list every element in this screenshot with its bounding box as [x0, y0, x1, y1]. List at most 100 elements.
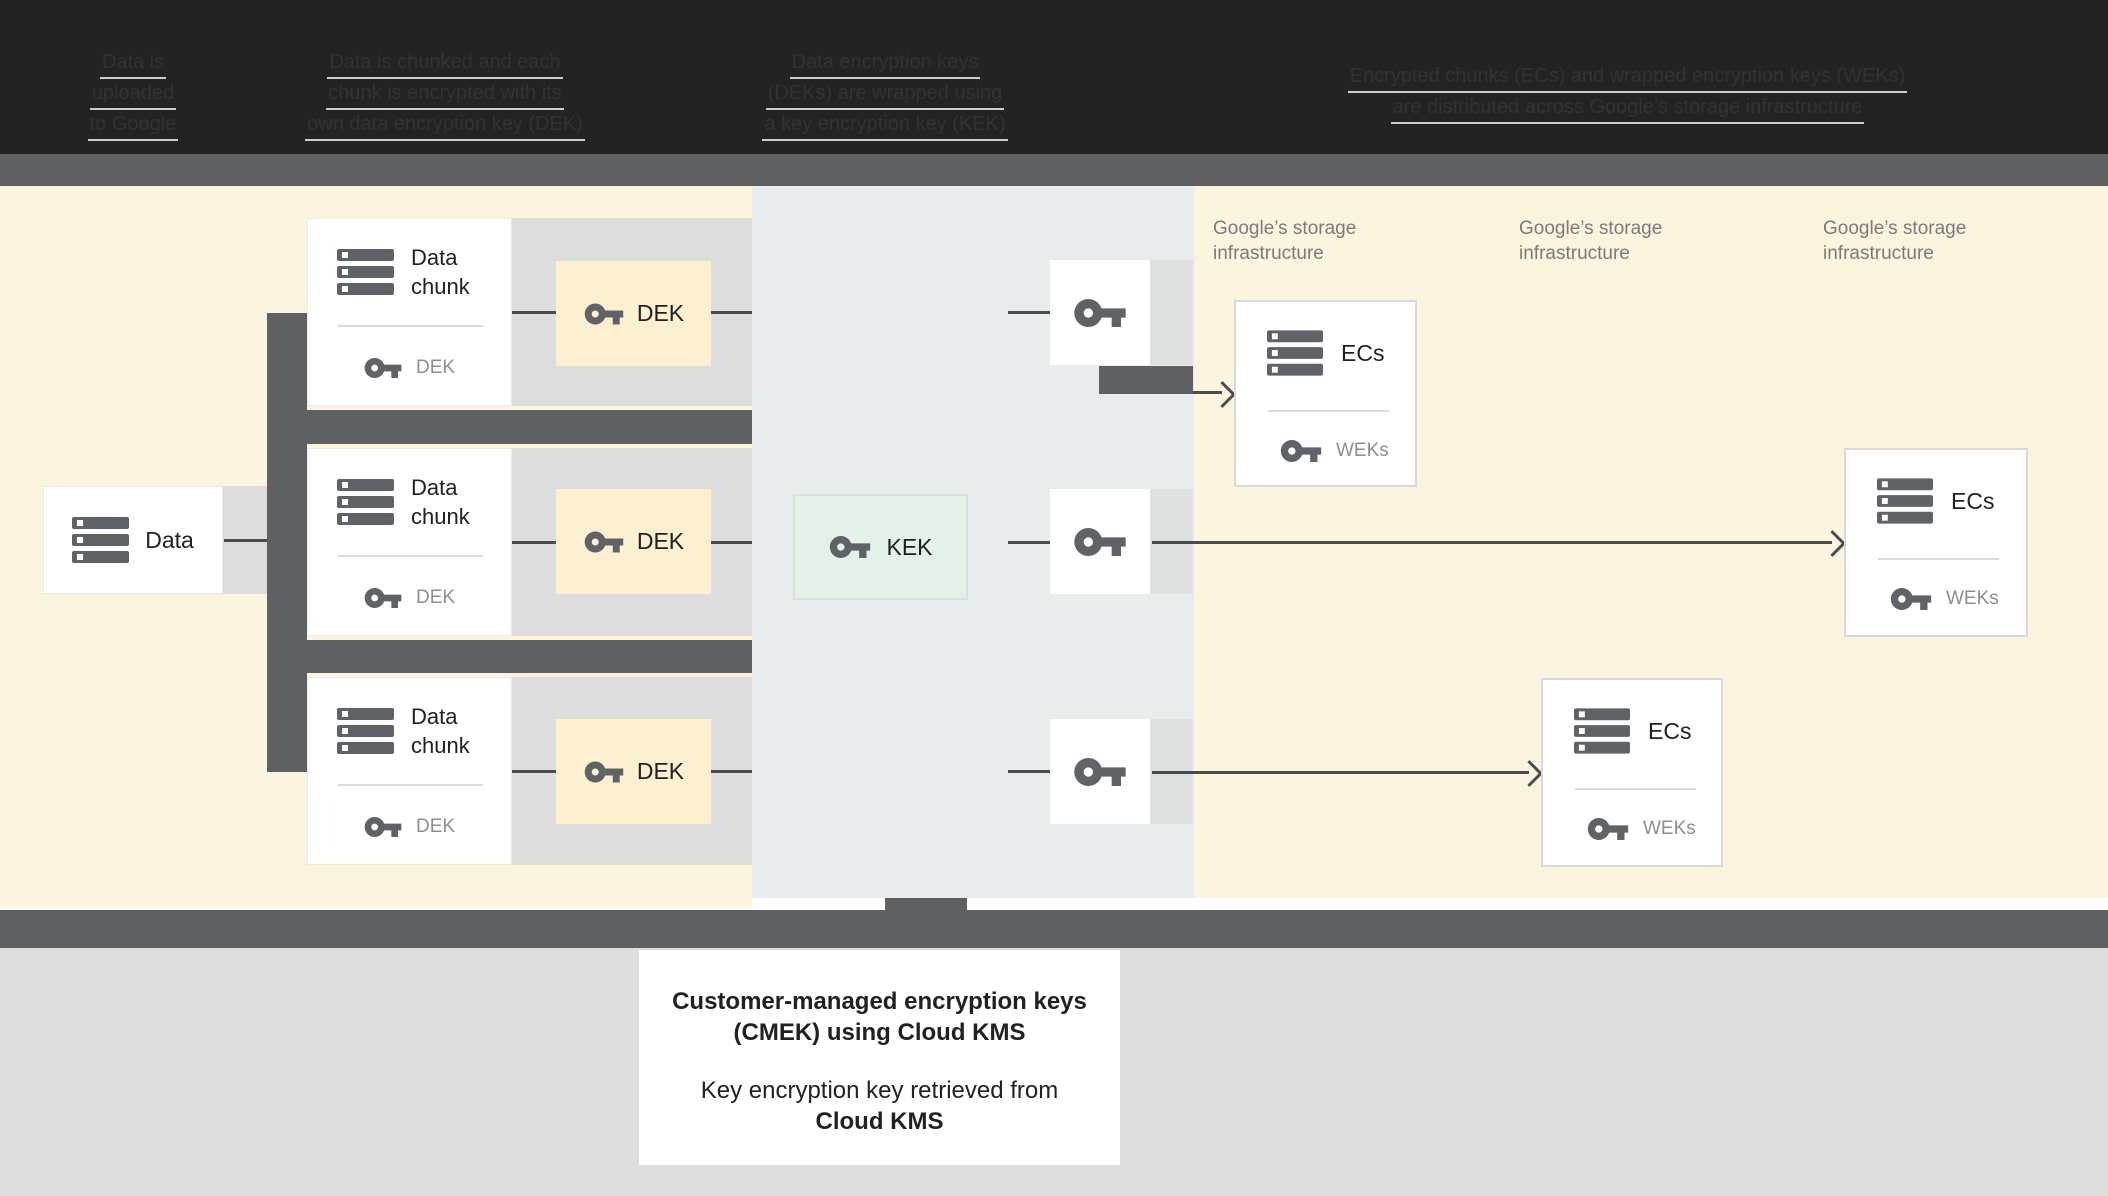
database-icon [1574, 708, 1630, 754]
ecs-label: ECs [1951, 487, 1995, 514]
divider [1268, 410, 1389, 412]
wrapped-key-box-1 [1050, 260, 1150, 365]
data-label: Data [145, 526, 194, 553]
storage-label-2: Google’s storage infrastructure [1519, 218, 1663, 264]
ecs-box-1: ECs WEKs [1234, 300, 1417, 487]
footer-note-line1: Key encryption key retrieved from [700, 1077, 1059, 1104]
key-icon [1072, 514, 1128, 570]
database-icon [337, 249, 394, 295]
link-chunk3-dek3 [512, 770, 556, 773]
key-icon [583, 293, 625, 335]
dek-box-3: DEK [556, 719, 711, 824]
header-band: Data is uploaded to Google Data is chunk… [0, 0, 2108, 154]
key-icon [1072, 744, 1128, 800]
divider [338, 784, 483, 786]
ecs-box-2: ECs WEKs [1844, 448, 2028, 637]
arrow2-line [1152, 541, 1832, 544]
key-icon [1889, 577, 1933, 621]
header-line: (DEKs) are wrapped using [765, 79, 1005, 110]
link-chunk1-dek1 [512, 311, 556, 314]
key-icon [1072, 285, 1128, 341]
header-line: a key encryption key (KEK) [762, 110, 1008, 141]
chunk-dek-label: DEK [416, 587, 456, 608]
header-column-wrapping: Data encryption keys (DEKs) are wrapped … [730, 48, 1040, 141]
dek-label: DEK [636, 528, 685, 554]
weks-label: WEKs [1643, 818, 1696, 839]
footer-note-line2: Cloud KMS [815, 1108, 944, 1135]
header-line: Data is [99, 48, 167, 79]
header-column-distribution: Encrypted chunks (ECs) and wrapped encry… [1280, 62, 1975, 124]
link-data-to-tree [224, 539, 267, 542]
divider [1575, 788, 1696, 790]
weks-label: WEKs [1946, 588, 1999, 609]
link-chunk2-dek2 [512, 541, 556, 544]
ecs-label: ECs [1648, 717, 1692, 744]
kek-label: KEK [886, 533, 933, 560]
link-dek3-kms [711, 770, 752, 773]
database-icon [337, 479, 394, 525]
divider [1878, 558, 1999, 560]
wrapped-key-box-3 [1050, 719, 1150, 824]
data-box: Data [43, 486, 223, 594]
link-kms-wrapped3 [1008, 770, 1050, 773]
arrow3-line [1152, 771, 1529, 774]
header-line: own data encryption key (DEK) [305, 110, 585, 141]
dek-label: DEK [636, 300, 685, 326]
key-icon [583, 521, 625, 563]
storage-label-1: Google’s storage infrastructure [1213, 218, 1357, 264]
divider [338, 555, 483, 557]
header-line: to Google [87, 110, 179, 141]
link-kms-wrapped1 [1008, 311, 1050, 314]
header-line: uploaded [89, 79, 177, 110]
footer-title-line1: Customer-managed encryption keys [672, 988, 1087, 1015]
key-icon [363, 578, 403, 618]
storage-label-3: Google’s storage infrastructure [1823, 218, 1967, 264]
divider [338, 325, 483, 327]
bottom-divider-bar [0, 910, 2108, 948]
database-icon [72, 517, 129, 563]
dek-box-2: DEK [556, 489, 711, 594]
link-dek1-kms [711, 311, 752, 314]
header-column-upload: Data is uploaded to Google [23, 48, 243, 141]
footer-note-box: Customer-managed encryption keys (CMEK) … [639, 950, 1120, 1165]
key-icon [1279, 429, 1323, 473]
header-line: Data encryption keys [789, 48, 981, 79]
header-line: are distributed across Google’s storage … [1390, 93, 1865, 124]
arrow1-elbow [1099, 366, 1193, 394]
header-line: Encrypted chunks (ECs) and wrapped encry… [1347, 62, 1908, 93]
database-icon [337, 708, 394, 754]
footer-title-line2: (CMEK) using Cloud KMS [733, 1019, 1026, 1046]
wrapped-key-box-2 [1050, 489, 1150, 594]
link-dek2-kms [711, 541, 752, 544]
key-icon [363, 348, 403, 388]
header-column-chunking: Data is chunked and each chunk is encryp… [240, 48, 650, 141]
arrow1-line [1193, 391, 1222, 394]
ecs-box-3: ECs WEKs [1541, 678, 1723, 867]
dek-box-1: DEK [556, 261, 711, 366]
chunk-dek-label: DEK [416, 816, 456, 837]
chunk-dek-label: DEK [416, 357, 456, 378]
weks-label: WEKs [1336, 440, 1389, 461]
tree-trunk [267, 313, 307, 772]
header-line: Data is chunked and each [327, 48, 563, 79]
key-icon [583, 751, 625, 793]
key-icon [828, 525, 872, 569]
tree-bar-2 [267, 640, 752, 673]
kms-column-tab [885, 898, 967, 911]
wrapped-key-tab-1 [1150, 260, 1193, 365]
header-line: chunk is encrypted with its [326, 79, 564, 110]
dek-label: DEK [636, 758, 685, 784]
tree-bar-1 [267, 410, 752, 444]
key-icon [363, 807, 403, 847]
top-divider-bar [0, 154, 2108, 186]
link-kms-wrapped2 [1008, 541, 1050, 544]
ecs-label: ECs [1341, 339, 1385, 366]
key-icon [1586, 807, 1630, 851]
